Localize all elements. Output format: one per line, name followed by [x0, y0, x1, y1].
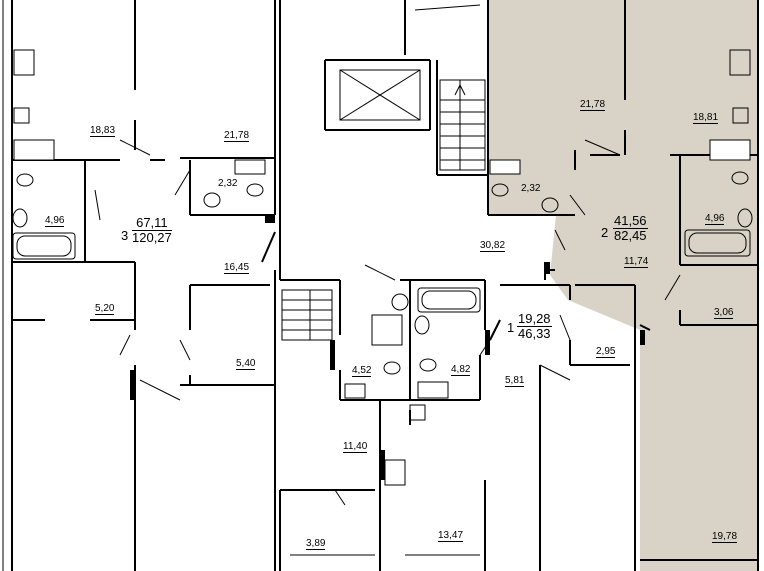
- room-area-label: 5,40: [236, 358, 256, 370]
- room-area-label: 30,82: [480, 240, 506, 252]
- unit-area-1: 19,28 46,33: [517, 312, 552, 341]
- room-area-label: 19,78: [712, 531, 738, 543]
- room-area-label: 4,82: [451, 364, 471, 376]
- staircase: [281, 79, 486, 341]
- unit-total-area: 82,45: [614, 228, 647, 243]
- door-swings: [94, 139, 681, 506]
- unit-living-area: 41,56: [613, 213, 648, 229]
- window-marks: [130, 215, 645, 480]
- unit-number-2: 2: [601, 225, 609, 240]
- unit-area-2: 41,56 82,45: [613, 214, 648, 243]
- sanitary-fixtures: [12, 49, 753, 486]
- elevator-shaft: [339, 69, 421, 121]
- stoves: [13, 139, 751, 399]
- room-area-label: 4,96: [45, 215, 65, 227]
- unit-number-1: 1: [507, 320, 515, 335]
- room-area-label: 11,40: [343, 441, 368, 453]
- room-area-label: 21,78: [224, 130, 250, 142]
- room-area-label: 5,20: [95, 303, 115, 315]
- room-area-label: 3,89: [306, 538, 326, 550]
- unit-number-3: 3: [121, 228, 129, 243]
- room-area-label: 3,06: [714, 307, 734, 319]
- room-area-label: 11,74: [624, 256, 649, 268]
- room-area-label: 4,52: [352, 365, 372, 377]
- unit-living-area: 19,28: [517, 311, 552, 327]
- unit-total-area: 46,33: [518, 326, 551, 341]
- bathtubs: [12, 229, 751, 346]
- unit-area-3: 67,11 120,27: [132, 216, 172, 245]
- room-area-label: 2,95: [596, 346, 616, 358]
- room-area-label: 5,81: [505, 375, 525, 387]
- room-area-label: 18,81: [693, 112, 719, 124]
- room-area-label: 16,45: [224, 262, 250, 274]
- room-area-label: 2,32: [218, 178, 238, 189]
- room-area-label: 21,78: [580, 99, 606, 111]
- room-area-label: 13,47: [438, 530, 464, 542]
- unit-total-area: 120,27: [132, 230, 172, 245]
- room-area-label: 4,96: [705, 213, 725, 225]
- unit-living-area: 67,11: [132, 216, 172, 231]
- room-area-label: 18,83: [90, 125, 116, 137]
- room-area-label: 2,32: [521, 183, 541, 194]
